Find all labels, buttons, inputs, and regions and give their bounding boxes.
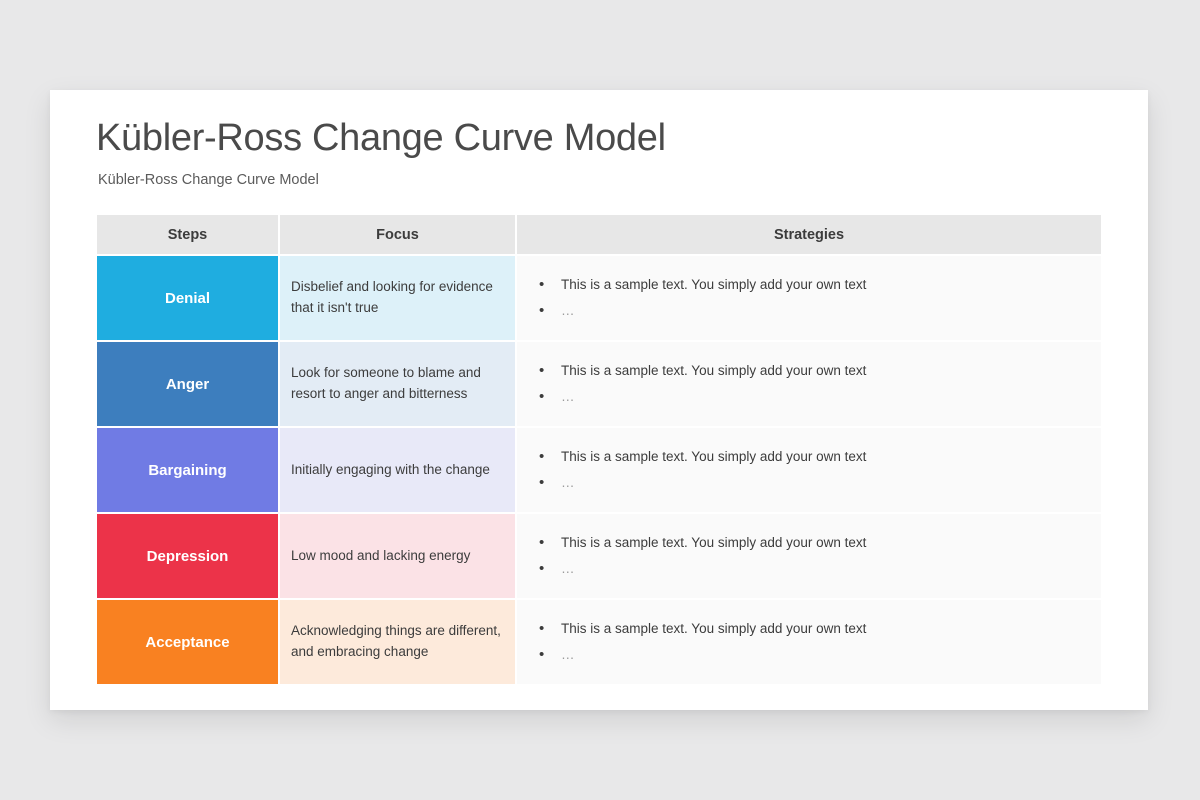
- step-cell: Bargaining: [97, 428, 278, 512]
- focus-cell: Disbelief and looking for evidence that …: [280, 256, 515, 340]
- focus-cell: Initially engaging with the change: [280, 428, 515, 512]
- strategy-text: This is a sample text. You simply add yo…: [561, 276, 867, 292]
- strategy-text: …: [561, 303, 576, 318]
- strategy-text: This is a sample text. You simply add yo…: [561, 534, 867, 550]
- page-subtitle: Kübler-Ross Change Curve Model: [98, 172, 319, 188]
- strategy-bullet: • This is a sample text. You simply add y…: [539, 361, 1101, 381]
- bullet-dot-icon: •: [539, 533, 545, 551]
- strategies-cell: • This is a sample text. You simply add y…: [517, 428, 1101, 512]
- strategy-text: …: [561, 647, 576, 662]
- strategy-text: …: [561, 561, 576, 576]
- bullet-dot-icon: •: [539, 302, 545, 319]
- column-header-steps: Steps: [97, 215, 278, 254]
- strategy-text: This is a sample text. You simply add yo…: [561, 362, 867, 378]
- strategies-cell: • This is a sample text. You simply add y…: [517, 342, 1101, 426]
- strategy-text: This is a sample text. You simply add yo…: [561, 620, 867, 636]
- bullet-dot-icon: •: [539, 388, 545, 405]
- column-header-focus: Focus: [280, 215, 515, 254]
- strategy-bullet: • This is a sample text. You simply add y…: [539, 275, 1101, 295]
- strategy-text: This is a sample text. You simply add yo…: [561, 448, 867, 464]
- step-cell: Denial: [97, 256, 278, 340]
- strategy-bullet: •…: [539, 301, 1101, 321]
- strategy-bullet: •…: [539, 559, 1101, 579]
- bullet-dot-icon: •: [539, 646, 545, 663]
- bullet-dot-icon: •: [539, 560, 545, 577]
- strategy-bullet: • This is a sample text. You simply add y…: [539, 619, 1101, 639]
- strategies-cell: • This is a sample text. You simply add y…: [517, 600, 1101, 684]
- page-title: Kübler-Ross Change Curve Model: [96, 117, 666, 159]
- bullet-dot-icon: •: [539, 474, 545, 491]
- step-cell: Acceptance: [97, 600, 278, 684]
- strategy-bullet: • This is a sample text. You simply add y…: [539, 533, 1101, 553]
- slide-card: Kübler-Ross Change Curve Model Kübler-Ro…: [50, 90, 1148, 710]
- strategies-cell: • This is a sample text. You simply add y…: [517, 514, 1101, 598]
- strategy-text: …: [561, 475, 576, 490]
- strategy-bullet: •…: [539, 645, 1101, 665]
- bullet-dot-icon: •: [539, 275, 545, 293]
- bullet-dot-icon: •: [539, 447, 545, 465]
- bullet-dot-icon: •: [539, 619, 545, 637]
- strategy-bullet: •…: [539, 387, 1101, 407]
- strategies-cell: • This is a sample text. You simply add y…: [517, 256, 1101, 340]
- focus-cell: Acknowledging things are different, and …: [280, 600, 515, 684]
- step-cell: Anger: [97, 342, 278, 426]
- focus-cell: Look for someone to blame and resort to …: [280, 342, 515, 426]
- strategy-bullet: •…: [539, 473, 1101, 493]
- strategy-bullet: • This is a sample text. You simply add y…: [539, 447, 1101, 467]
- step-cell: Depression: [97, 514, 278, 598]
- column-header-strategies: Strategies: [517, 215, 1101, 254]
- table-header-row: Steps Focus Strategies: [97, 215, 1101, 254]
- focus-cell: Low mood and lacking energy: [280, 514, 515, 598]
- bullet-dot-icon: •: [539, 361, 545, 379]
- strategy-text: …: [561, 389, 576, 404]
